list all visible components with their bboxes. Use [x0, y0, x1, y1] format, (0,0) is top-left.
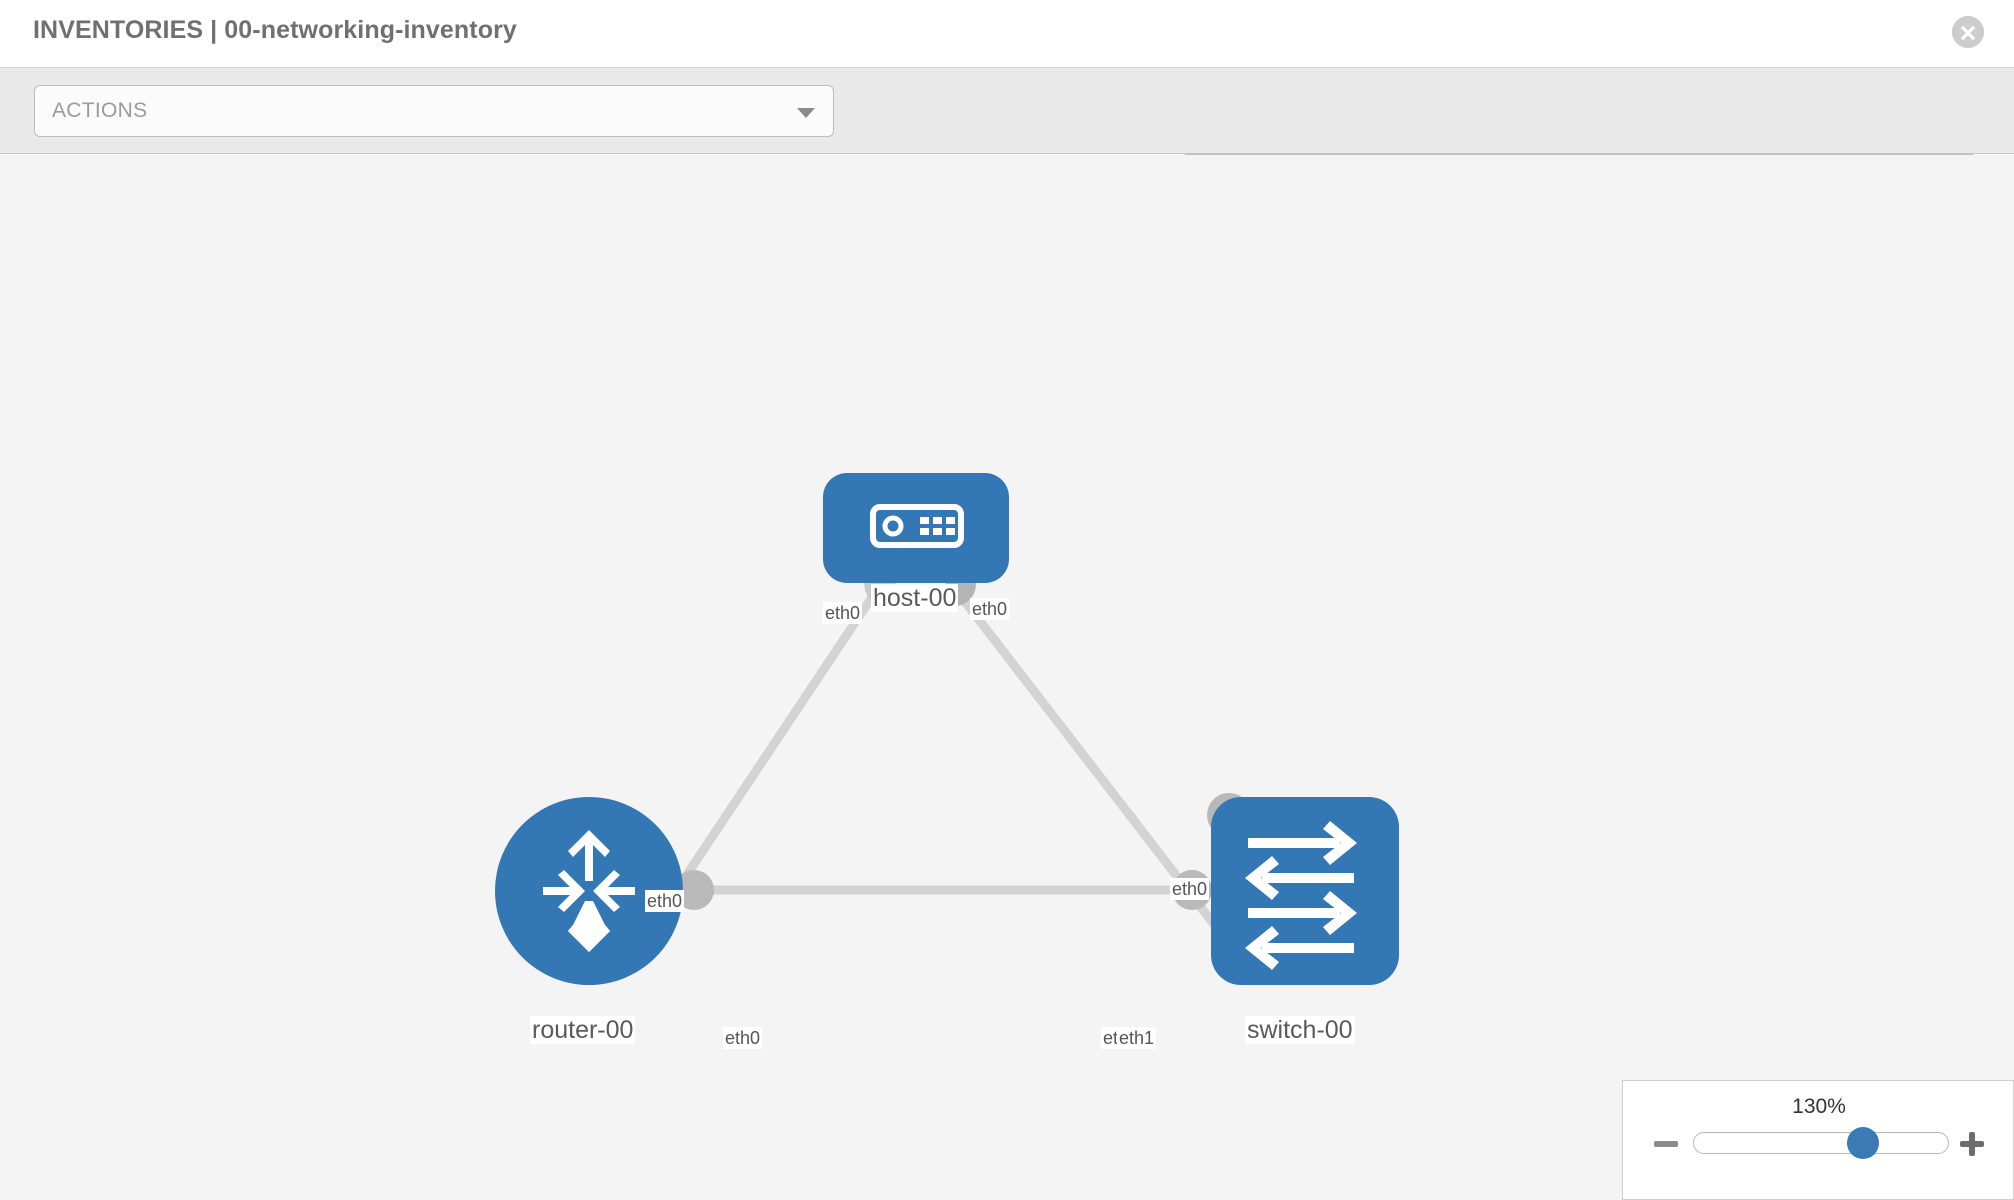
zoom-control-panel: 130% [1622, 1080, 2014, 1200]
iface-label-switch00-uplink: eth0 [1170, 878, 1210, 900]
actions-dropdown-label: ACTIONS [52, 99, 148, 122]
page-title: INVENTORIES | 00-networking-inventory [33, 16, 517, 44]
server-icon [870, 504, 964, 548]
switch-arrows-icon [1245, 821, 1357, 970]
zoom-slider-thumb[interactable] [1847, 1127, 1879, 1159]
toolbar: ACTIONS SEARCH [0, 68, 2014, 206]
close-icon[interactable] [1952, 16, 1984, 48]
node-label-switch-00: switch-00 [1245, 1016, 1355, 1044]
node-host-00[interactable] [823, 473, 1009, 583]
iface-label-router00-east: eth0 [723, 1027, 763, 1049]
node-label-host-00: host-00 [871, 584, 959, 612]
chevron-down-icon [797, 108, 815, 118]
page-header: INVENTORIES | 00-networking-inventory [0, 0, 2014, 68]
node-label-router-00: router-00 [530, 1016, 636, 1044]
iface-label-host00-right: eth0 [970, 598, 1010, 620]
actions-dropdown[interactable]: ACTIONS [34, 85, 834, 137]
topology-canvas[interactable]: host-00 router-00 switch-00 eth0 eth0 et… [0, 155, 2014, 1200]
node-switch-00[interactable] [1211, 797, 1399, 985]
topology-graph [495, 473, 1399, 985]
minus-icon[interactable] [1651, 1129, 1681, 1159]
zoom-slider-track[interactable] [1693, 1132, 1949, 1154]
plus-icon[interactable] [1957, 1129, 1987, 1159]
router-arrows-icon [543, 830, 635, 952]
iface-label-router00-uplink: eth0 [645, 890, 685, 912]
node-router-00[interactable] [495, 797, 683, 985]
zoom-level-value: 130% [1792, 1095, 1846, 1118]
iface-label-host00-left: eth0 [823, 602, 863, 624]
iface-label-switch00-west: eth1 [1117, 1027, 1157, 1049]
